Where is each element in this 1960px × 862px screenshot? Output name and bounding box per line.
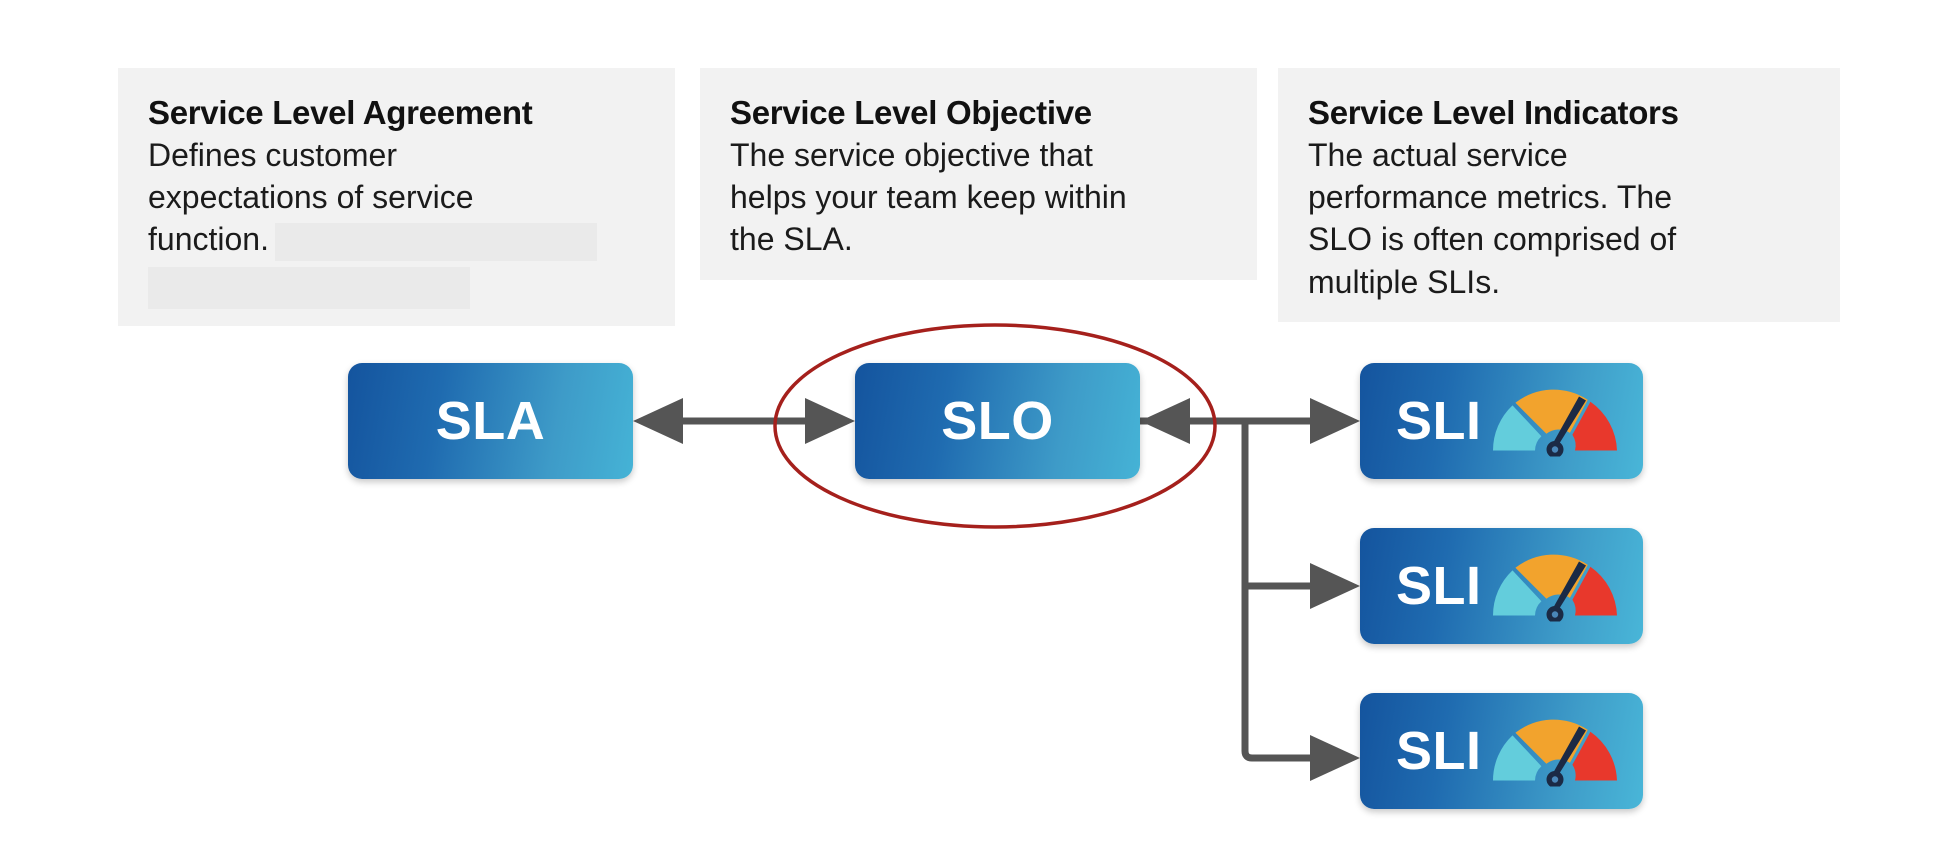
speedometer-gauge-icon (1489, 711, 1621, 792)
node-label-slo: SLO (941, 391, 1054, 451)
node-label-sli: SLI (1396, 721, 1482, 781)
redaction-bar (274, 222, 597, 261)
node-sli-3[interactable]: SLI (1360, 693, 1643, 809)
slo-highlight-ellipse (773, 323, 1217, 529)
card-title-sli: Service Level Indicators (1308, 94, 1679, 131)
card-body-line: SLO is often comprised of (1308, 221, 1677, 258)
card-body-line: helps your team keep within (730, 179, 1127, 216)
card-body-sli: The actual service performance metrics. … (1308, 134, 1810, 303)
node-label-sla: SLA (435, 391, 546, 451)
card-body-slo: The service objective that helps your te… (730, 134, 1227, 261)
node-label-sli: SLI (1396, 556, 1482, 616)
card-service-level-objective: Service Level Objective The service obje… (700, 68, 1257, 280)
node-sli-2[interactable]: SLI (1360, 528, 1643, 644)
card-body-text: function. (148, 221, 269, 258)
card-service-level-indicators: Service Level Indicators The actual serv… (1278, 68, 1840, 322)
card-body-line-with-redaction: function. (148, 218, 645, 261)
card-body-sla: Defines customer expectations of service… (148, 134, 645, 309)
connector-branch-sli-2 (1245, 563, 1360, 609)
connector-branch-sli-1 (1310, 398, 1360, 444)
card-body-line: performance metrics. The (1308, 179, 1672, 216)
card-title-sla: Service Level Agreement (148, 94, 533, 131)
node-label-sli: SLI (1396, 391, 1482, 451)
card-body-line: the SLA. (730, 221, 853, 258)
card-body-line: multiple SLIs. (1308, 263, 1501, 300)
speedometer-gauge-icon (1489, 546, 1621, 627)
card-body-line: Defines customer (148, 136, 397, 173)
connector-slo-trunk (1140, 398, 1318, 444)
card-body-line: expectations of service (148, 179, 474, 216)
card-title-slo: Service Level Objective (730, 94, 1092, 131)
card-body-line: The actual service (1308, 136, 1568, 173)
node-sla[interactable]: SLA (348, 363, 633, 479)
connector-branch-sli-3 (1310, 735, 1360, 781)
speedometer-gauge-icon (1489, 381, 1621, 462)
card-service-level-agreement: Service Level Agreement Defines customer… (118, 68, 675, 326)
connector-sla-slo (633, 398, 855, 444)
card-body-line: The service objective that (730, 136, 1093, 173)
redaction-bar (148, 266, 470, 309)
node-slo[interactable]: SLO (855, 363, 1140, 479)
node-sli-1[interactable]: SLI (1360, 363, 1643, 479)
connector-trunk-vertical (1241, 421, 1318, 762)
